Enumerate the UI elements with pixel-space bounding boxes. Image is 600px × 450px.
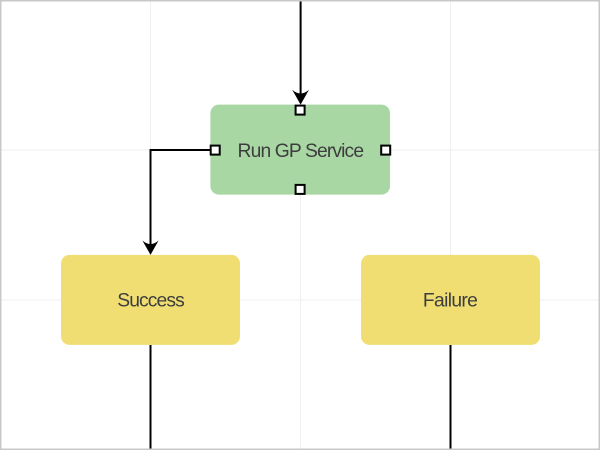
svg-text:Failure: Failure xyxy=(423,290,478,311)
svg-text:Run GP Service: Run GP Service xyxy=(238,141,365,162)
svg-text:Success: Success xyxy=(117,290,185,311)
